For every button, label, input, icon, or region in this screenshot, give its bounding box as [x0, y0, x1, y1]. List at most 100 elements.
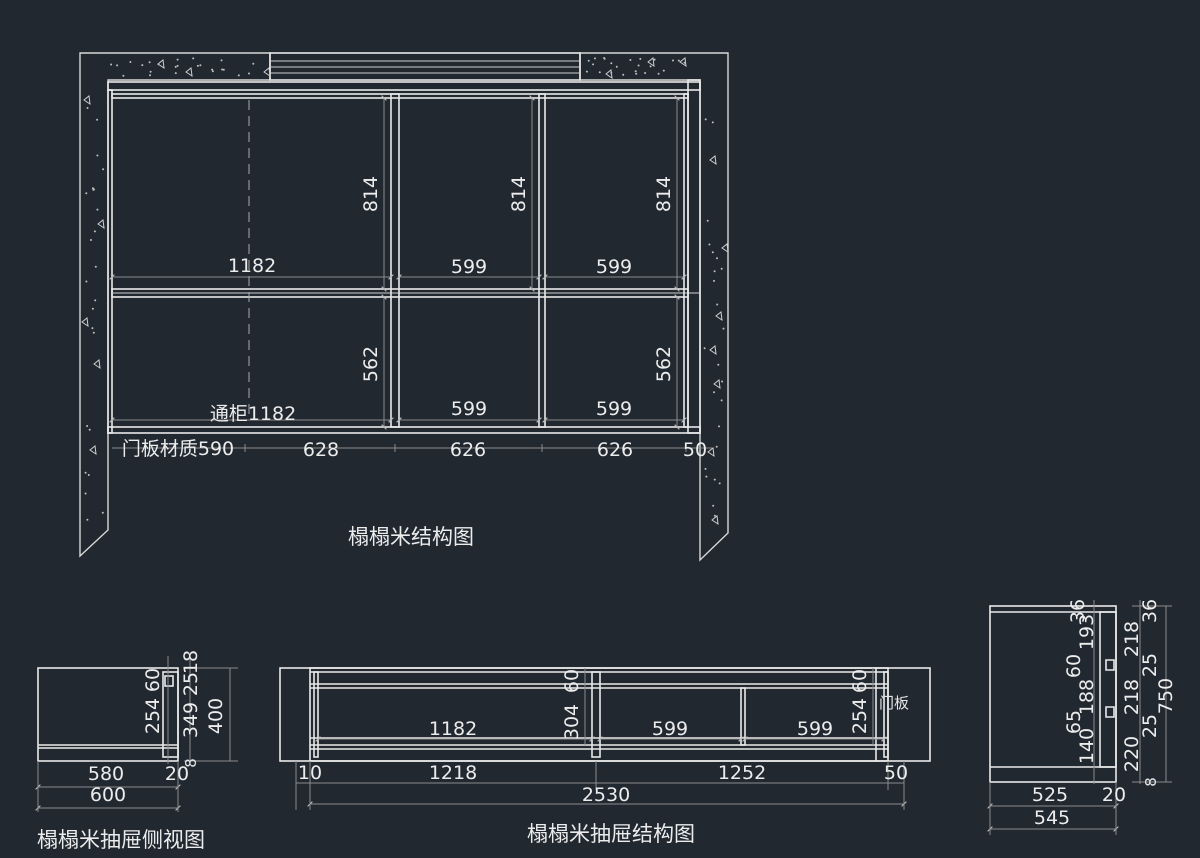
aggregate-dot [148, 61, 151, 64]
side-dim-580: 580 [88, 763, 124, 785]
aggregate-dot [629, 59, 632, 61]
aggregate-dot [102, 168, 105, 171]
drawer-side-title: 榻榻米抽屉侧视图 [37, 828, 205, 852]
drawer-dim-599-b: 599 [797, 718, 833, 740]
right-right-218-a: 218 [1121, 621, 1143, 657]
aggregate-dot [716, 303, 719, 306]
right-left-65: 65 [1063, 710, 1085, 734]
right-left-36: 36 [1067, 599, 1089, 623]
aggregate-mark [647, 57, 655, 68]
aggregate-dot [713, 270, 716, 273]
aggregate-dot [718, 425, 720, 428]
aggregate-dot [610, 62, 613, 65]
aggregate-dot [220, 59, 223, 62]
dim-height-562-b: 562 [653, 346, 675, 382]
aggregate-dot [196, 64, 199, 67]
aggregate-dot [157, 63, 160, 66]
aggregate-dot [713, 478, 716, 481]
aggregate-dot [704, 467, 707, 470]
aggregate-dot [90, 239, 92, 241]
aggregate-dot [683, 61, 686, 64]
aggregate-dot [720, 399, 723, 402]
aggregate-dot [712, 504, 715, 507]
aggregate-dot [603, 57, 606, 59]
aggregate-dot [149, 70, 152, 73]
aggregate-dot [176, 64, 179, 67]
side-dim-8: 8 [182, 758, 200, 768]
aggregate-dot [192, 57, 195, 60]
drawer-dim-1182: 1182 [429, 718, 477, 740]
right-right-220: 220 [1121, 736, 1143, 772]
aggregate-dot [199, 64, 202, 67]
aggregate-dot [722, 327, 725, 330]
dim-base-628: 628 [303, 439, 339, 461]
drawer-dim-1252: 1252 [718, 762, 766, 784]
cabinet-frame [107, 79, 701, 434]
aggregate-dot [110, 63, 113, 66]
dim-base-626-b: 626 [597, 439, 633, 461]
aggregate-dot [94, 299, 97, 302]
aggregate-mark [81, 317, 89, 328]
side-dim-60: 60 [142, 668, 164, 692]
aggregate-dot [662, 69, 665, 72]
aggregate-dot [122, 74, 125, 77]
aggregate-dot [715, 445, 718, 448]
aggregate-dot [174, 72, 177, 75]
aggregate-dot [622, 73, 625, 76]
right-right-36: 36 [1139, 599, 1161, 623]
aggregate-dot [711, 251, 714, 254]
aggregate-dot [711, 121, 714, 124]
aggregate-dot [587, 59, 590, 62]
aggregate-dot [657, 72, 660, 75]
right-right-218-b: 218 [1121, 679, 1143, 715]
drawer-dim-60-a: 60 [561, 669, 583, 693]
aggregate-dot [149, 74, 151, 77]
aggregate-dot [116, 64, 119, 67]
aggregate-dot [717, 363, 720, 366]
aggregate-mark [679, 57, 687, 68]
aggregate-dot [96, 118, 99, 121]
aggregate-dot [634, 70, 637, 73]
drawer-dim-304: 304 [561, 704, 583, 740]
aggregate-dot [92, 188, 95, 191]
aggregate-dot [706, 219, 709, 222]
right-bottom-20: 20 [1102, 784, 1126, 806]
dim-bottom-1182: 通柜1182 [210, 403, 296, 425]
aggregate-dot [93, 230, 96, 233]
aggregate-mark [89, 445, 97, 456]
dim-bottom-599-b: 599 [596, 398, 632, 420]
aggregate-dot [672, 59, 674, 62]
aggregate-mark [713, 379, 721, 390]
aggregate-dot [637, 64, 640, 67]
aggregate-dot [211, 68, 214, 71]
aggregate-dot [141, 64, 144, 67]
aggregate-dot [713, 514, 716, 517]
aggregate-mark [157, 59, 165, 70]
dim-top-599-b: 599 [596, 256, 632, 278]
side-dim-18: 18 [180, 650, 202, 674]
drawer-dim-60-b: 60 [849, 669, 871, 693]
aggregate-dot [653, 58, 656, 61]
aggregate-mark [711, 515, 719, 526]
aggregate-dot [615, 65, 618, 68]
aggregate-dot [248, 72, 250, 75]
aggregate-dot [705, 475, 708, 478]
drawer-dim-254: 254 [849, 698, 871, 734]
structure-title: 榻榻米结构图 [348, 525, 474, 549]
aggregate-mark [93, 359, 101, 370]
aggregate-mark [707, 447, 715, 458]
right-total-750: 750 [1155, 678, 1177, 714]
dim-top-599-a: 599 [451, 256, 487, 278]
right-left-188: 188 [1076, 679, 1098, 715]
aggregate-dot [610, 71, 613, 74]
drawer-dim-10: 10 [298, 762, 322, 784]
aggregate-mark [709, 155, 717, 166]
aggregate-dot [720, 267, 723, 270]
side-dim-349: 349 [180, 702, 202, 738]
drawer-structure-title: 榻榻米抽屉结构图 [527, 822, 695, 846]
aggregate-dot [86, 425, 89, 427]
aggregate-mark [97, 219, 105, 230]
aggregate-dot [176, 58, 179, 61]
aggregate-dot [252, 62, 255, 65]
